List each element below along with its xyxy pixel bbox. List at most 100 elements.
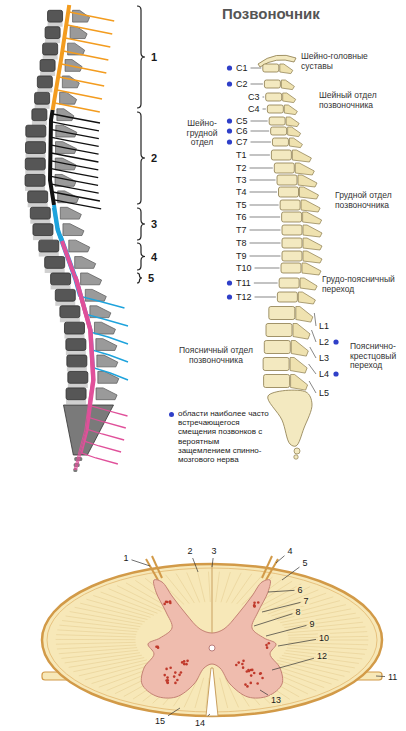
leader-line	[250, 168, 273, 169]
vertebra-body	[282, 238, 302, 248]
vertebra-body	[266, 93, 282, 101]
neuron-dot	[176, 679, 179, 682]
vertebra-body	[263, 64, 279, 72]
label-holder: L5	[318, 388, 330, 398]
bracket	[137, 273, 142, 283]
vertebra-body	[281, 263, 301, 273]
nerve	[66, 252, 126, 428]
vertebra-label: L2	[318, 337, 330, 347]
label-holder: C5	[235, 116, 249, 126]
vertebra-process	[290, 358, 307, 374]
callout-number: 5	[301, 558, 308, 568]
nerve	[51, 176, 98, 185]
vertebra-label: L4	[318, 369, 330, 379]
neuron-dot	[256, 682, 259, 685]
vertebra-label: T12	[235, 292, 253, 302]
white-matter-fiber	[274, 662, 339, 680]
marker-dot	[227, 128, 232, 133]
disc	[25, 170, 45, 175]
label-holder: Поясничный отдел позвоночника	[170, 346, 262, 365]
vertebra-body	[282, 251, 302, 261]
vertebra-process	[298, 175, 317, 187]
neuron-dot	[166, 676, 169, 679]
vertebra-process	[291, 341, 308, 357]
disc	[45, 268, 65, 273]
leader-line	[251, 142, 271, 143]
vertebra-label: T6	[235, 212, 248, 222]
white-matter-fiber	[286, 622, 363, 630]
neuron-dot	[155, 645, 158, 648]
vertebra-body	[26, 142, 46, 154]
vertebra-label: T7	[235, 225, 248, 235]
vertebra-process	[289, 138, 302, 148]
leader-line	[250, 192, 277, 193]
nerve	[69, 260, 124, 440]
leader-line	[250, 155, 270, 156]
nerve	[52, 130, 99, 139]
vertebra-body	[271, 127, 287, 135]
label-holder: 3	[210, 546, 217, 556]
vertebra-process	[98, 371, 119, 383]
nerve	[65, 38, 110, 47]
vertebra-label: C7	[235, 137, 249, 147]
bracket	[137, 112, 145, 204]
label-holder: T6	[235, 212, 248, 222]
label-holder: T7	[235, 225, 248, 235]
marker-dot	[227, 81, 232, 86]
label-holder: C6	[235, 126, 249, 136]
leader-line	[255, 297, 276, 298]
legend-text: области наиболее часто встречающегося см…	[178, 409, 272, 464]
title-holder: Позвоночник	[222, 6, 320, 23]
region-label: Шейно-головные суставы	[300, 52, 372, 71]
bracket-number: 5	[147, 272, 155, 284]
neuron-dot	[166, 682, 169, 685]
white-matter-fiber	[282, 613, 355, 625]
nerve	[53, 208, 125, 308]
leader-line	[208, 714, 210, 716]
white-matter-fiber	[57, 645, 136, 649]
label-holder: Пояснично-крестцовый переход	[349, 342, 401, 371]
marker-dot	[227, 280, 232, 285]
neuron-dot	[266, 646, 269, 649]
vertebra-label: T5	[235, 200, 248, 210]
neuron-dot	[237, 661, 240, 664]
vertebra-label: C6	[235, 126, 249, 136]
nerve	[55, 103, 100, 112]
label-holder: Шейный отдел позвоночника	[318, 91, 386, 110]
callout-number: 14	[194, 718, 206, 728]
label-holder: T2	[235, 163, 248, 173]
neuron-dot	[169, 666, 172, 669]
white-matter-fiber	[86, 599, 150, 617]
vertebra-body	[25, 174, 45, 186]
vertebra-label: T8	[235, 238, 248, 248]
legend-row: области наиболее часто встречающегося см…	[168, 409, 274, 464]
vertebra-process	[85, 289, 106, 301]
vertebra-body	[68, 371, 88, 383]
leader-line	[314, 313, 316, 326]
label-holder: C2	[235, 79, 249, 89]
neuron-dot	[169, 602, 172, 605]
bracket-number: 4	[150, 250, 158, 262]
cauda-equina	[77, 280, 95, 470]
vertebra-body	[55, 289, 75, 301]
neuron-dot	[261, 677, 264, 680]
leader-line	[193, 558, 198, 572]
label-holder: C3	[247, 92, 261, 102]
leader-line	[250, 217, 281, 218]
label-holder: 14	[194, 718, 206, 728]
vertebra-process	[281, 80, 294, 90]
leader-line	[263, 109, 266, 110]
white-matter-fiber	[101, 592, 158, 613]
neuron-dot	[267, 642, 270, 645]
white-matter-fiber	[56, 635, 136, 637]
label-holder: 7	[302, 596, 309, 606]
callout-number: 15	[154, 716, 166, 726]
neuron-dot	[235, 664, 238, 667]
vertebra-label: T10	[235, 263, 253, 273]
vertebra-body	[45, 27, 60, 39]
label-holder: 10	[318, 633, 330, 643]
nerve	[63, 51, 108, 60]
leader-line	[309, 364, 316, 374]
vertebra-label: T11	[235, 278, 252, 288]
vertebra-label: T4	[235, 187, 248, 197]
